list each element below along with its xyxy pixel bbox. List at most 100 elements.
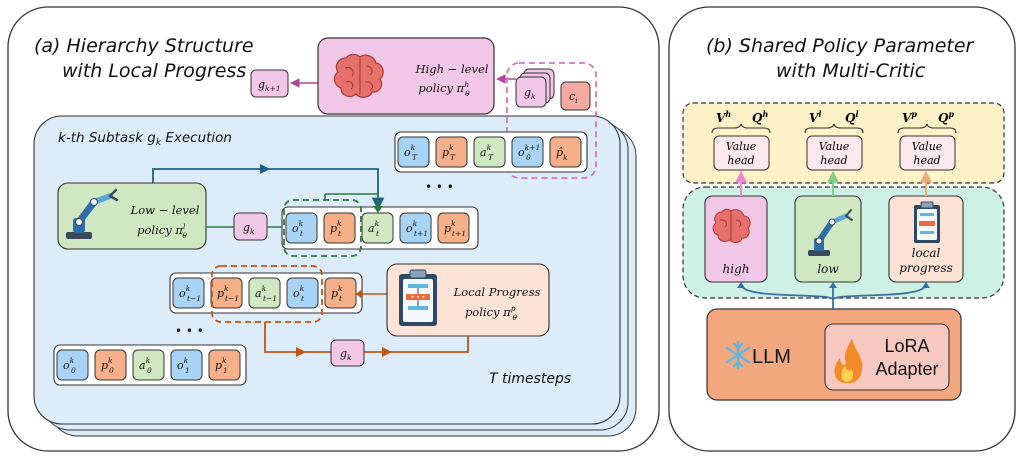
gk-token-bottom: gk bbox=[330, 339, 365, 367]
progress-policy-label-line1: Local Progress bbox=[453, 285, 541, 299]
llm-branch-arrows bbox=[740, 284, 927, 309]
svg-text:pkt+1: pkt+1 bbox=[444, 219, 466, 238]
robot-arm-icon bbox=[66, 188, 119, 239]
module-progress-label-line1: local bbox=[912, 246, 941, 260]
branch-head-progress bbox=[922, 282, 930, 288]
timesteps-label: T timesteps bbox=[489, 371, 571, 387]
green-connector bbox=[325, 193, 379, 206]
low-policy-sup: l bbox=[183, 222, 186, 231]
brain-icon-small bbox=[712, 208, 751, 243]
svg-text:pkt: pkt bbox=[330, 219, 342, 238]
svg-text:pkt−1: pkt−1 bbox=[217, 284, 239, 303]
svg-text:akt−1: akt−1 bbox=[255, 284, 277, 303]
module-low: low bbox=[794, 195, 862, 283]
svg-text:okt: okt bbox=[293, 284, 305, 303]
progress-policy-sub: θ bbox=[513, 313, 518, 322]
svg-text:okT: okT bbox=[404, 143, 418, 162]
svg-text:ak0: ak0 bbox=[139, 356, 152, 375]
arrow-low-to-action-head bbox=[260, 164, 270, 174]
svg-text:head: head bbox=[820, 154, 847, 167]
high-policy-sub: θ bbox=[465, 89, 470, 98]
svg-text:Value: Value bbox=[819, 140, 850, 153]
gk-bottom-sub: k bbox=[347, 353, 352, 362]
progress-policy-label-line2: policy π bbox=[465, 305, 511, 319]
llm-lora-box: LLM LoRA Adapter bbox=[706, 308, 962, 401]
module-high: high bbox=[704, 195, 768, 283]
progress-dashed-group bbox=[211, 265, 323, 323]
svg-text:okt−1: okt−1 bbox=[179, 284, 201, 303]
snowflake-icon bbox=[725, 340, 751, 370]
svg-text:ci: ci bbox=[569, 90, 578, 105]
svg-text:Value: Value bbox=[726, 140, 757, 153]
svg-text:head: head bbox=[727, 154, 754, 167]
subtask-title-rest: Execution bbox=[161, 130, 232, 146]
svg-text:Qh: Qh bbox=[752, 109, 768, 125]
module-high-label: high bbox=[723, 262, 750, 276]
llm-label: LLM bbox=[752, 346, 791, 368]
svg-text:gk: gk bbox=[524, 86, 536, 101]
svg-text:policy πhθ: policy πhθ bbox=[418, 80, 470, 98]
gk-mid-base: g bbox=[243, 221, 250, 234]
lora-label-line1: LoRA bbox=[884, 336, 929, 356]
clipboard-icon: • • • bbox=[399, 269, 437, 326]
svg-text:gk: gk bbox=[340, 347, 352, 362]
progress-policy-sup: p bbox=[511, 304, 516, 313]
progress-loop-head1 bbox=[296, 347, 306, 357]
svg-text:ok1: ok1 bbox=[177, 356, 190, 375]
state-dashed-group bbox=[283, 199, 362, 257]
g-next-token: gk+1 bbox=[250, 69, 289, 98]
clipboard-icon-small bbox=[914, 201, 940, 243]
low-policy-label-line1: Low − level bbox=[130, 203, 200, 217]
svg-text:Vh: Vh bbox=[716, 109, 731, 125]
flame-icon bbox=[834, 338, 863, 384]
svg-text:p̂k: p̂k bbox=[556, 146, 568, 162]
svg-text:gk: gk bbox=[243, 221, 255, 236]
svg-text:k-th Subtask gk Execution: k-th Subtask gk Execution bbox=[58, 130, 232, 148]
gk-stack-sub: k bbox=[531, 92, 536, 101]
svg-text:akt: akt bbox=[368, 219, 380, 238]
progress-loop-arrow bbox=[264, 322, 469, 353]
panel-b-title-line1: (b) Shared Policy Parameter bbox=[706, 35, 975, 57]
svg-text:okt+1: okt+1 bbox=[406, 219, 428, 238]
g-next-sub: k+1 bbox=[265, 84, 281, 93]
subtask-title-sub: k bbox=[156, 138, 162, 148]
row-top-token-4: p̂k bbox=[549, 136, 582, 168]
low-policy-label-line2: policy π bbox=[137, 223, 183, 237]
ci-token: ci bbox=[560, 81, 591, 111]
svg-text:pk0: pk0 bbox=[101, 356, 114, 375]
panel-a-title-line2: with Local Progress bbox=[62, 60, 246, 82]
svg-text:pkt: pkt bbox=[331, 284, 343, 303]
svg-text:gk+1: gk+1 bbox=[258, 78, 281, 93]
gk-mid-sub: k bbox=[250, 227, 255, 236]
svg-text:pk1: pk1 bbox=[215, 356, 228, 375]
high-policy-label-line2: policy π bbox=[418, 81, 464, 95]
panel-b-title-line2: with Multi-Critic bbox=[776, 60, 926, 82]
svg-text:head: head bbox=[913, 154, 940, 167]
progress-loop-head2 bbox=[382, 347, 392, 357]
